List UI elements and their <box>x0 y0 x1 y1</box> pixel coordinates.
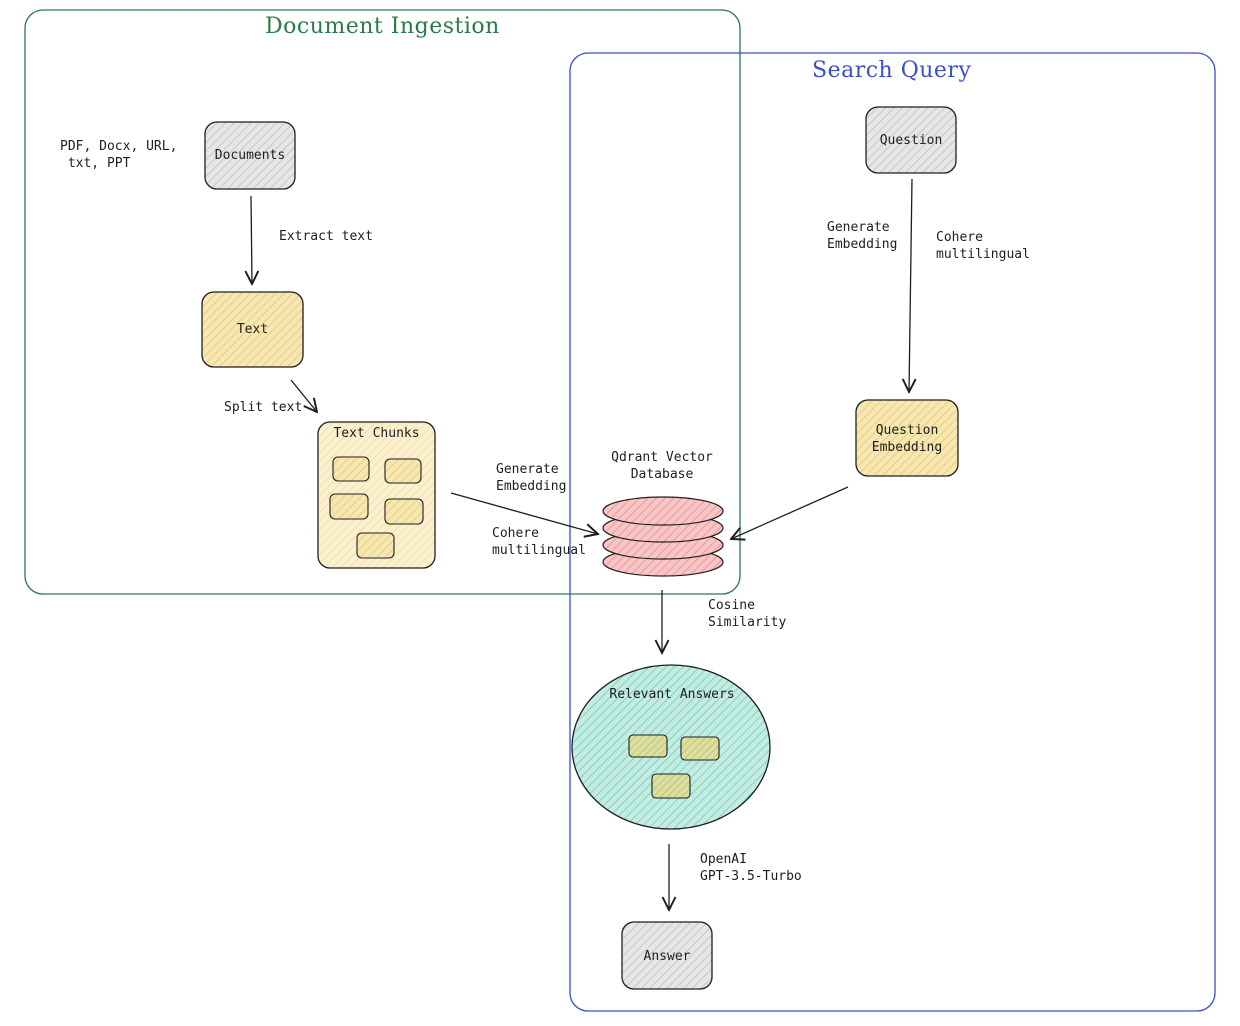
question-node[interactable] <box>865 106 957 174</box>
vector-db-label: Qdrant Vector Database <box>611 450 713 482</box>
chunk-block <box>384 458 422 484</box>
edge-label-generate-embedding-question: Generate Embedding <box>827 220 898 252</box>
edge-label-cohere-chunks: Cohere multilingual <box>492 526 586 558</box>
answer-node[interactable] <box>621 921 713 990</box>
chunk-block <box>329 493 369 520</box>
text-node[interactable] <box>201 291 304 368</box>
text-label: Text <box>236 322 269 337</box>
question-embedding-label: Question Embedding <box>871 423 943 455</box>
arrow-text-to-chunks <box>290 379 317 412</box>
text-chunks-label: Text Chunks <box>333 426 420 441</box>
arrow-documents-to-text <box>251 195 252 284</box>
edge-label-openai: OpenAI GPT-3.5-Turbo <box>700 852 802 884</box>
documents-node[interactable] <box>204 121 296 190</box>
answer-label: Answer <box>643 949 691 964</box>
answer-block <box>680 736 720 761</box>
edge-label-cosine-similarity: Cosine Similarity <box>708 598 787 630</box>
answer-block <box>651 773 691 799</box>
ingestion-group <box>24 9 741 595</box>
edge-label-extract-text: Extract text <box>279 229 373 244</box>
answer-block <box>628 734 668 758</box>
arrow-embedding-to-db <box>731 486 849 539</box>
relevant-answers-node[interactable] <box>571 664 771 830</box>
edge-label-split-text: Split text <box>224 400 303 415</box>
edge-label-generate-embedding-chunks: Generate Embedding <box>496 462 567 494</box>
relevant-answers-label: Relevant Answers <box>609 687 735 702</box>
documents-label: Documents <box>214 148 286 163</box>
arrow-question-to-embedding <box>909 178 912 392</box>
ingestion-group-title: Document Ingestion <box>265 14 500 39</box>
edge-label-cohere-question: Cohere multilingual <box>936 230 1030 262</box>
documents-note: PDF, Docx, URL, txt, PPT <box>60 139 178 171</box>
question-embedding-node[interactable] <box>855 399 959 477</box>
search-group-title: Search Query <box>812 58 972 83</box>
chunk-block <box>356 532 395 559</box>
chunk-block <box>332 456 370 482</box>
search-group <box>569 52 1216 1012</box>
chunk-block <box>384 498 424 525</box>
arrow-chunks-to-db <box>450 492 598 534</box>
vector-db-node[interactable] <box>602 496 724 577</box>
question-label: Question <box>879 133 943 148</box>
